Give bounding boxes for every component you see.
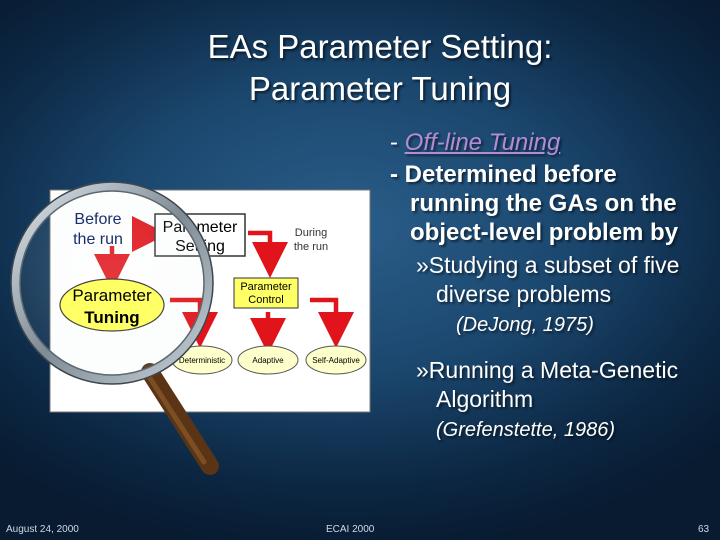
footer-date: August 24, 2000 [6,524,79,535]
during-run-label-2: the run [294,241,328,253]
footer-venue: ECAI 2000 [326,524,375,535]
bullet-determined: - Determined before running the GAs on t… [390,161,679,246]
adaptive-oval [237,345,299,375]
before-run-label-2: the run [73,231,123,248]
footer-page-number: 63 [698,524,710,535]
title-line-1: EAs Parameter Setting: [207,28,553,65]
before-run-label-1: Before [74,211,121,228]
parameter-control-label-2: Control [248,294,283,306]
parameter-control-box [233,277,299,309]
adaptive-label: Adaptive [252,356,284,365]
parameter-setting-diagram: Parameter Setting During the run Paramet… [10,181,371,475]
parameter-control-label-1: Parameter [240,281,292,293]
magnifier-handle [141,363,219,475]
during-run-label-1: During [295,227,327,239]
parameter-tuning-label-1: Parameter [72,286,152,305]
sub-bullet-studying-cite: (DeJong, 1975) [456,314,594,336]
slide-title: EAs Parameter Setting: Parameter Tuning [150,26,610,110]
bullet-offline-text: Off-line Tuning [404,129,561,156]
parameter-tuning-oval [59,278,165,332]
title-line-2: Parameter Tuning [248,70,512,107]
deterministic-label: Deterministic [179,356,225,365]
magnifier-rim [10,181,214,385]
sub-bullet-meta-ga-cite: (Grefenstette, 1986) [436,419,615,441]
sub-bullet-meta-ga: »Running a Meta-Genetic Algorithm (Grefe… [390,356,710,445]
sub-bullet-meta-ga-text: »Running a Meta-Genetic Algorithm [416,357,679,412]
arrow-setting-to-during [248,230,288,278]
self-adaptive-oval [305,345,367,375]
sub-bullet-studying: »Studying a subset of five diverse probl… [390,251,710,340]
self-adaptive-label: Self-Adaptive [312,356,360,365]
bullet-list: - Off-line Tuning - Determined before ru… [390,128,710,445]
bullet-offline: - Off-line Tuning [390,128,710,157]
sub-bullet-studying-text: »Studying a subset of five diverse probl… [416,252,680,307]
arrow-right-down [310,297,354,348]
bullet-offline-dash: - [390,129,405,156]
parameter-tuning-label-2: Tuning [84,308,139,327]
